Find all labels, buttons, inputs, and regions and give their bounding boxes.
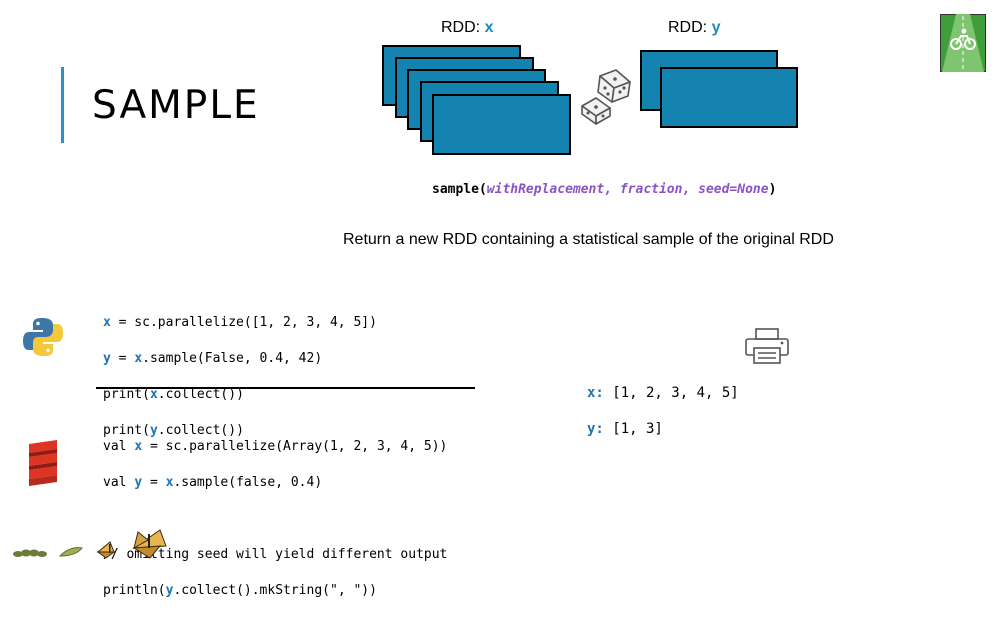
code-text: .collect()) — [157, 387, 244, 402]
code-var: y — [103, 351, 111, 366]
code-var: y — [149, 423, 158, 438]
code-line: print(x.collect()) — [103, 386, 377, 404]
code-var: x — [134, 351, 143, 366]
code-line: print(y.collect()) — [103, 422, 377, 440]
signature-close: ) — [768, 182, 777, 197]
code-text: = sc.parallelize(Array(1, 2, 3, 4, 5)) — [142, 439, 448, 454]
python-logo-icon — [23, 318, 63, 356]
python-code-block: x = sc.parallelize([1, 2, 3, 4, 5]) y = … — [103, 296, 377, 458]
output-y-label: y: — [587, 421, 604, 437]
rdd-y-label-text: RDD: — [668, 19, 712, 36]
scala-logo-icon — [29, 440, 57, 486]
output-x: x: [1, 2, 3, 4, 5] — [587, 382, 739, 401]
code-line: y = x.sample(False, 0.4, 42) — [103, 350, 377, 368]
code-text: = — [110, 351, 135, 366]
slide-title: SAMPLE — [92, 83, 260, 128]
code-line: // omitting seed will yield different ou… — [103, 546, 447, 564]
output-x-label: x: — [587, 385, 604, 401]
signature-params: withReplacement, fraction, seed=None — [486, 182, 769, 197]
rdd-y-label: RDD: y — [668, 19, 720, 37]
output-y-value: [1, 3] — [603, 421, 663, 437]
code-line: x = sc.parallelize([1, 2, 3, 4, 5]) — [103, 314, 377, 332]
method-signature: sample(withReplacement, fraction, seed=N… — [432, 182, 776, 197]
signature-fn: sample( — [432, 182, 487, 197]
rdd-x-label: RDD: x — [441, 19, 493, 37]
bike-lane-logo-icon — [940, 14, 986, 72]
printer-icon — [745, 328, 789, 364]
rdd-y-var: y — [711, 19, 721, 36]
code-text: print( — [103, 387, 150, 402]
code-text: .sample(False, 0.4, 42) — [142, 351, 323, 366]
code-var: x — [149, 387, 158, 402]
code-divider — [96, 387, 475, 389]
code-var: x — [103, 315, 111, 330]
code-var: y — [165, 583, 174, 598]
code-var: x — [134, 439, 143, 454]
code-var: y — [134, 475, 143, 490]
code-line: val y = x.sample(false, 0.4) — [103, 474, 447, 492]
caterpillar-butterfly-icon — [13, 529, 167, 559]
output-y: y: [1, 3] — [587, 418, 663, 437]
code-text: .sample(false, 0.4) — [173, 475, 323, 490]
method-description: Return a new RDD containing a statistica… — [343, 231, 834, 248]
code-text: .collect()) — [157, 423, 244, 438]
code-line: val x = sc.parallelize(Array(1, 2, 3, 4,… — [103, 438, 447, 456]
code-text: print( — [103, 423, 150, 438]
code-var: x — [165, 475, 174, 490]
code-text: .collect().mkString(", ")) — [173, 583, 377, 598]
code-comment: // omitting seed will yield different ou… — [103, 547, 448, 562]
code-text: println( — [103, 583, 166, 598]
code-text: val — [103, 439, 135, 454]
rdd-x-partition — [432, 94, 571, 155]
accent-bar — [61, 67, 64, 143]
scala-code-block: val x = sc.parallelize(Array(1, 2, 3, 4,… — [103, 420, 447, 618]
code-line: println(y.collect().mkString(", ")) — [103, 582, 447, 600]
rdd-y-partition — [660, 67, 798, 128]
dice-icon — [581, 69, 631, 125]
rdd-x-label-text: RDD: — [441, 19, 485, 36]
rdd-x-var: x — [484, 19, 494, 36]
output-x-value: [1, 2, 3, 4, 5] — [603, 385, 739, 401]
code-text: val — [103, 475, 135, 490]
code-text: = — [142, 475, 166, 490]
code-text: = sc.parallelize([1, 2, 3, 4, 5]) — [110, 315, 377, 330]
